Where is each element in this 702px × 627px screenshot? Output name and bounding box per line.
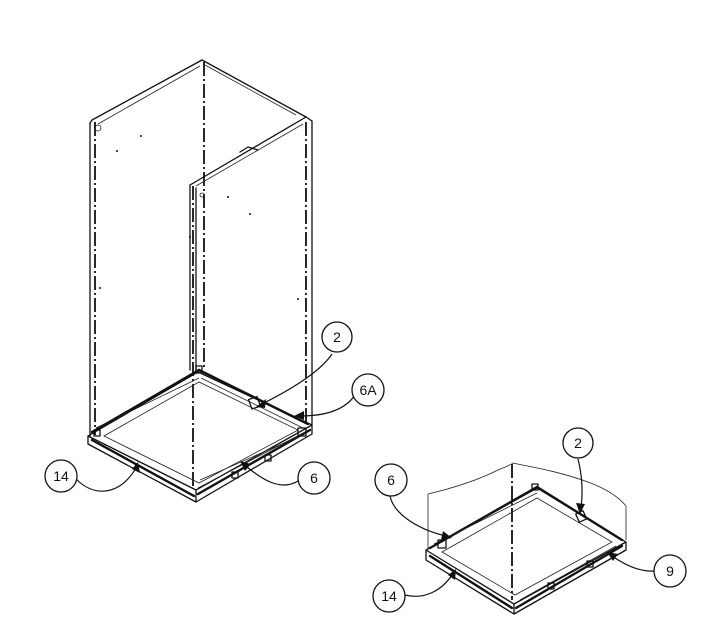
- cabinet-assembly: [87, 59, 313, 503]
- cabinet-left-panel: [89, 59, 203, 438]
- cutaway-outline: [427, 462, 627, 540]
- callout-6a: 6A: [294, 373, 385, 420]
- svg-text:14: 14: [53, 468, 69, 484]
- svg-text:6: 6: [387, 472, 395, 488]
- svg-text:2: 2: [333, 329, 341, 345]
- callout-14-right: 14: [372, 569, 456, 613]
- callout-6-right: 6: [374, 463, 452, 540]
- svg-text:14: 14: [381, 588, 397, 604]
- svg-text:6A: 6A: [359, 382, 377, 398]
- callout-2-right: 2: [562, 427, 594, 514]
- cabinet-base-tray: [87, 365, 313, 503]
- callout-14-left: 14: [44, 459, 140, 493]
- svg-text:6: 6: [310, 470, 318, 486]
- cabinet-back-panel: [201, 59, 313, 425]
- callout-2-top: 2: [256, 321, 353, 408]
- callout-6-left: 6: [240, 461, 331, 495]
- svg-text:2: 2: [574, 435, 582, 451]
- callout-9: 9: [607, 552, 687, 588]
- cabinet-front-panel: [94, 116, 307, 488]
- svg-text:9: 9: [666, 563, 674, 579]
- panel-rivets: [99, 135, 299, 300]
- base-pan-assembly: [425, 462, 627, 615]
